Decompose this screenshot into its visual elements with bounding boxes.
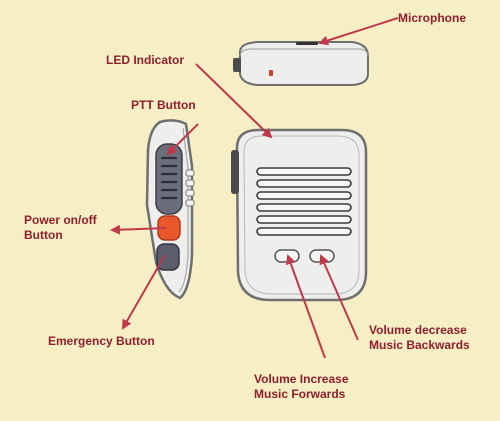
volume-increase-line1: Volume Increase	[254, 372, 349, 386]
volume-decrease-line2: Music Backwards	[369, 338, 470, 352]
led-icon	[269, 70, 273, 76]
emergency-button-label: Emergency Button	[48, 334, 155, 348]
side-view	[145, 119, 195, 300]
side-ridges	[185, 169, 195, 207]
ptt-button-label: PTT Button	[131, 98, 196, 112]
speaker-grille	[256, 167, 352, 236]
microphone-arrow	[318, 17, 399, 46]
side-clip-front	[231, 150, 239, 194]
top-view	[233, 41, 369, 86]
volume-increase-line2: Music Forwards	[254, 387, 346, 401]
power-label-line1: Power on/off	[24, 213, 97, 227]
emergency-button[interactable]	[156, 243, 180, 271]
front-view	[231, 128, 368, 302]
led-indicator-label: LED Indicator	[106, 53, 185, 67]
power-button-label: Power on/off Button	[24, 213, 97, 243]
side-clip-top	[233, 58, 241, 72]
volume-increase-arrow	[286, 254, 326, 359]
volume-increase-label: Volume Increase Music Forwards	[254, 372, 349, 402]
microphone-slot	[296, 42, 318, 45]
power-arrow	[110, 224, 167, 235]
volume-decrease-line1: Volume decrease	[369, 323, 467, 337]
ptt-button[interactable]	[155, 143, 183, 215]
volume-decrease-arrow	[319, 254, 359, 341]
emergency-arrow	[122, 254, 166, 330]
microphone-label: Microphone	[398, 11, 466, 25]
volume-increase-button[interactable]	[274, 249, 300, 263]
led-arrow	[195, 63, 273, 139]
ptt-grip-lines	[160, 156, 178, 200]
ptt-arrow	[166, 123, 199, 156]
power-label-line2: Button	[24, 228, 63, 242]
volume-decrease-label: Volume decrease Music Backwards	[369, 323, 470, 353]
